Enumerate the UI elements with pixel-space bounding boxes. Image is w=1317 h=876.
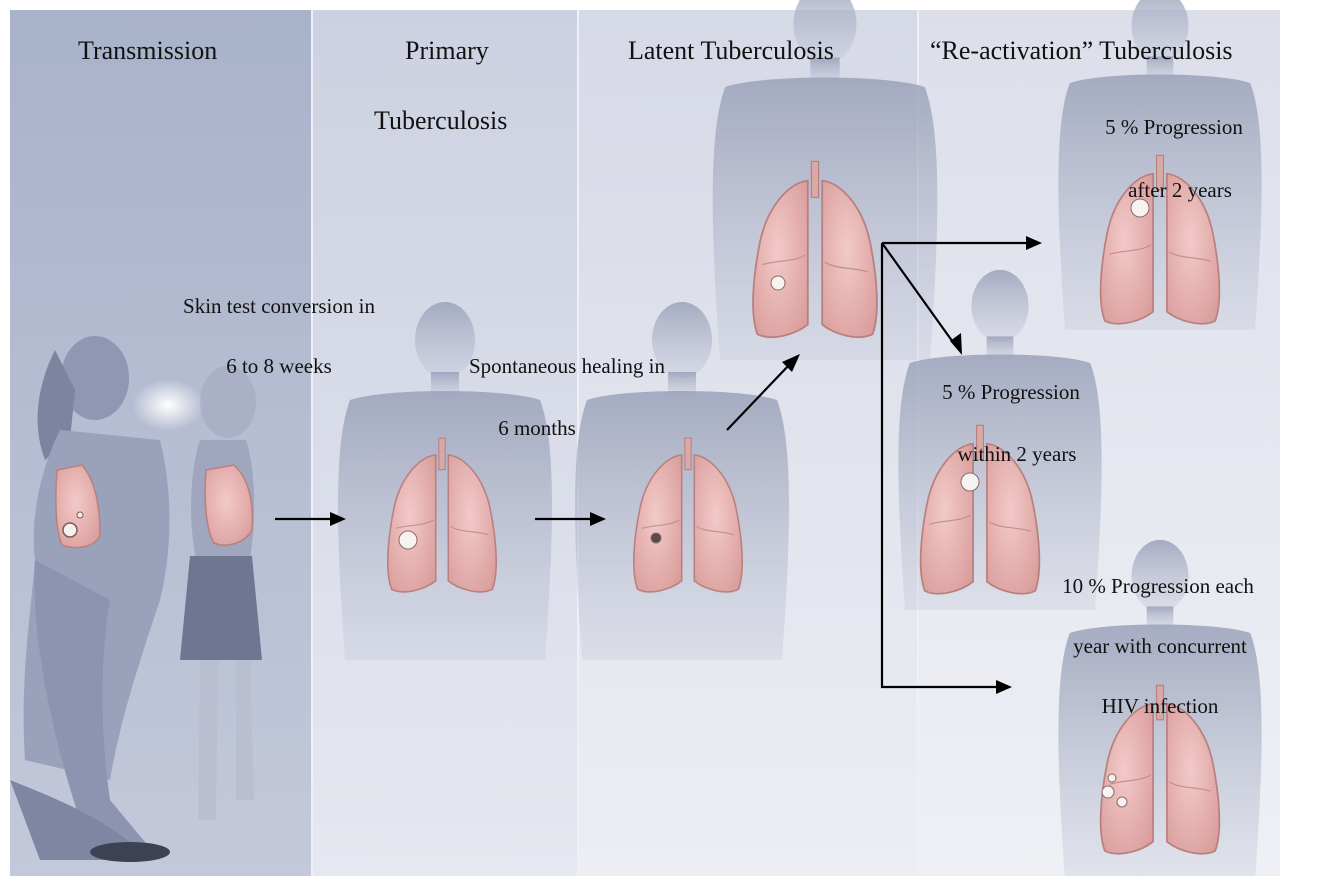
heading-transmission: Transmission bbox=[78, 38, 217, 64]
within-2-years-label-line2: within 2 years bbox=[958, 444, 1077, 465]
after-2-years-label-line1: 5 % Progression bbox=[1105, 117, 1243, 138]
heading-primary-line2: Tuberculosis bbox=[374, 108, 507, 134]
hiv-label-line3: HIV infection bbox=[1102, 696, 1219, 717]
within-2-years-label-line1: 5 % Progression bbox=[942, 382, 1080, 403]
heading-reactivation: “Re-activation” Tuberculosis bbox=[930, 38, 1233, 64]
healing-label-line1: Spontaneous healing in bbox=[469, 356, 665, 377]
skin-test-label-line2: 6 to 8 weeks bbox=[226, 356, 332, 377]
breath-cloud-icon bbox=[132, 379, 204, 431]
heading-latent: Latent Tuberculosis bbox=[628, 38, 834, 64]
skin-test-label-line1: Skin test conversion in bbox=[183, 296, 375, 317]
hiv-label-line2: year with concurrent bbox=[1073, 636, 1247, 657]
healing-label-line2: 6 months bbox=[498, 418, 576, 439]
heading-primary-line1: Primary bbox=[405, 38, 489, 64]
hiv-label-line1: 10 % Progression each bbox=[1062, 576, 1254, 597]
after-2-years-label-line2: after 2 years bbox=[1128, 180, 1232, 201]
